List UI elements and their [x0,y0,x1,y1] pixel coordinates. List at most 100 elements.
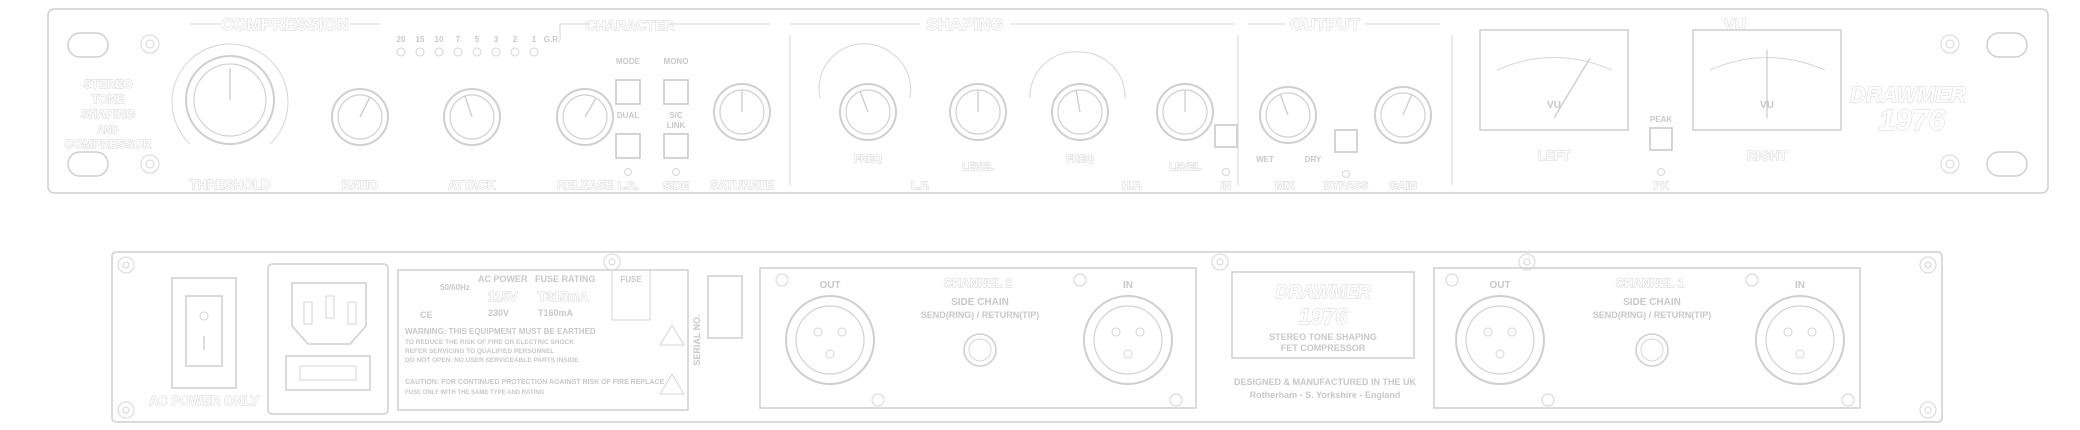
frequency-text: 50/60Hz [440,283,470,292]
gr-label: 15 [416,35,425,44]
rear-brand: DRAWMER [1276,282,1371,302]
panel-screw [140,154,160,174]
dual-switch[interactable] [615,133,641,159]
channel-1-xlr-out[interactable] [1445,273,1555,407]
fuse-rating-text: FUSE RATING [535,274,595,284]
warning-triangle-icon [659,324,685,346]
pk-label: PK [1653,180,1668,192]
lf-freq-knob[interactable] [818,43,912,141]
hf-freq-label: FREQ [1066,154,1094,165]
bypass-switch[interactable] [1334,129,1358,153]
panel-screw [1940,34,1960,54]
lf-level-label: LEVEL [962,162,994,173]
gr-label: 7 [456,35,461,44]
sidechain-switch[interactable] [663,79,689,105]
power-switch[interactable] [171,277,237,389]
channel-1-sidechain-jack[interactable] [1635,333,1669,367]
right-meter-label: RIGHT [1747,148,1788,163]
rack-slot-bottom-right [1986,151,2028,177]
hf-level-label: LEVEL [1169,162,1201,173]
ac-power-text: AC POWER [478,274,528,284]
lr-led [624,168,632,176]
channel-1-send-return: SEND(RING) / RETURN(TIP) [1593,310,1712,320]
channel-1-out-label: OUT [1489,280,1510,291]
release-knob[interactable] [556,88,614,146]
gr-meter: 20 15 10 7 5 3 2 1 G.R. [396,35,560,57]
side-label: SIDE [663,180,689,192]
shaping-in-switch[interactable] [1214,124,1238,148]
lf-level-knob[interactable] [949,83,1007,141]
rear-footer-2: Rotherham - S. Yorkshire - England [1250,390,1401,400]
channel-2-panel: CHANNEL 2 SIDE CHAIN SEND(RING) / RETURN… [759,267,1197,409]
gr-led [529,47,539,57]
shaping-in-led [1222,168,1230,176]
iec-power-inlet[interactable] [267,263,389,415]
gr-label: 2 [513,35,518,44]
output-title: OUTPUT [1290,15,1361,34]
fuse-title: FUSE [620,275,642,284]
rear-desc-1: STEREO TONE SHAPING [1269,332,1377,342]
warning-line-3: REFER SERVICING TO QUALIFIED PERSONNEL [405,348,554,355]
stereo-text-2: TONE [91,92,124,106]
serial-plate [707,275,743,339]
character-title: CHARACTER [586,17,675,33]
fuse-115: T315mA [538,289,589,304]
gr-led [415,47,425,57]
channel-2-sidechain-jack[interactable] [963,333,997,367]
attack-label: ATTACK [448,178,496,192]
channel-1-title: CHANNEL 1 [1616,276,1685,290]
gr-led [396,47,406,57]
link-switch[interactable] [663,133,689,159]
mode-switch-label: MODE [616,57,641,66]
rear-panel: AC POWER ONLY AC POWER FUSE RATING 115V … [111,251,1943,423]
meter-mode-label: PEAK [1650,115,1672,124]
front-panel: STEREO TONE SHAPING AND COMPRESSOR COMPR… [47,8,2049,194]
stereo-text-3: SHAPING [81,107,136,121]
shaping-in-label: IN [1221,180,1232,192]
lf-freq-label: FREQ [854,154,882,165]
mix-knob[interactable] [1259,86,1317,144]
vu-meter-right: VU [1692,29,1842,131]
compression-title: COMPRESSION [221,15,349,34]
channel-1-xlr-in[interactable] [1745,273,1855,407]
hf-level-knob[interactable] [1156,83,1214,141]
rear-footer-1: DESIGNED & MANUFACTURED IN THE UK [1234,377,1417,387]
channel-1-sidechain: SIDE CHAIN [1623,297,1681,308]
attack-knob[interactable] [443,88,501,146]
mono-switch-label: MONO [664,57,689,66]
caution-line-1: CAUTION: FOR CONTINUED PROTECTION AGAINS… [405,379,664,386]
saturate-knob[interactable] [713,83,771,141]
gr-led [472,47,482,57]
gr-label: 3 [494,35,499,44]
channel-2-xlr-in[interactable] [1073,273,1183,407]
left-meter-label: LEFT [1538,148,1571,163]
rear-model: 1976 [1299,304,1349,329]
channel-2-title: CHANNEL 2 [944,276,1013,290]
threshold-knob[interactable] [171,43,289,145]
panel-screw [1940,154,1960,174]
mode-switch[interactable] [615,79,641,105]
lf-label: L.F. [911,180,929,192]
voltage-115: 115V [488,289,518,304]
info-label-block: AC POWER FUSE RATING 115V T315mA 230V T1… [397,269,689,411]
gain-label: GAIN [1389,180,1417,192]
gr-label: 5 [475,35,480,44]
channel-2-out-label: OUT [819,280,840,291]
release-label: RELEASE [557,178,614,192]
gr-label: G.R. [544,35,560,44]
bypass-label: BYPASS [1324,180,1368,192]
gain-knob[interactable] [1374,86,1432,144]
brand-logo: DRAWMER [1850,82,1966,107]
sidechain-switch-label: S/C [669,111,683,120]
hf-freq-knob[interactable] [1029,51,1126,141]
channel-2-in-label: IN [1123,280,1133,291]
gr-led [491,47,501,57]
panel-screw [1919,401,1937,419]
channel-1-panel: CHANNEL 1 SIDE CHAIN SEND(RING) / RETURN… [1433,267,1861,409]
channel-2-xlr-out[interactable] [775,273,885,407]
panel-screw [603,253,621,271]
panel-screw [1211,253,1229,271]
meter-mode-switch[interactable] [1649,127,1673,151]
ratio-knob[interactable] [331,88,389,146]
